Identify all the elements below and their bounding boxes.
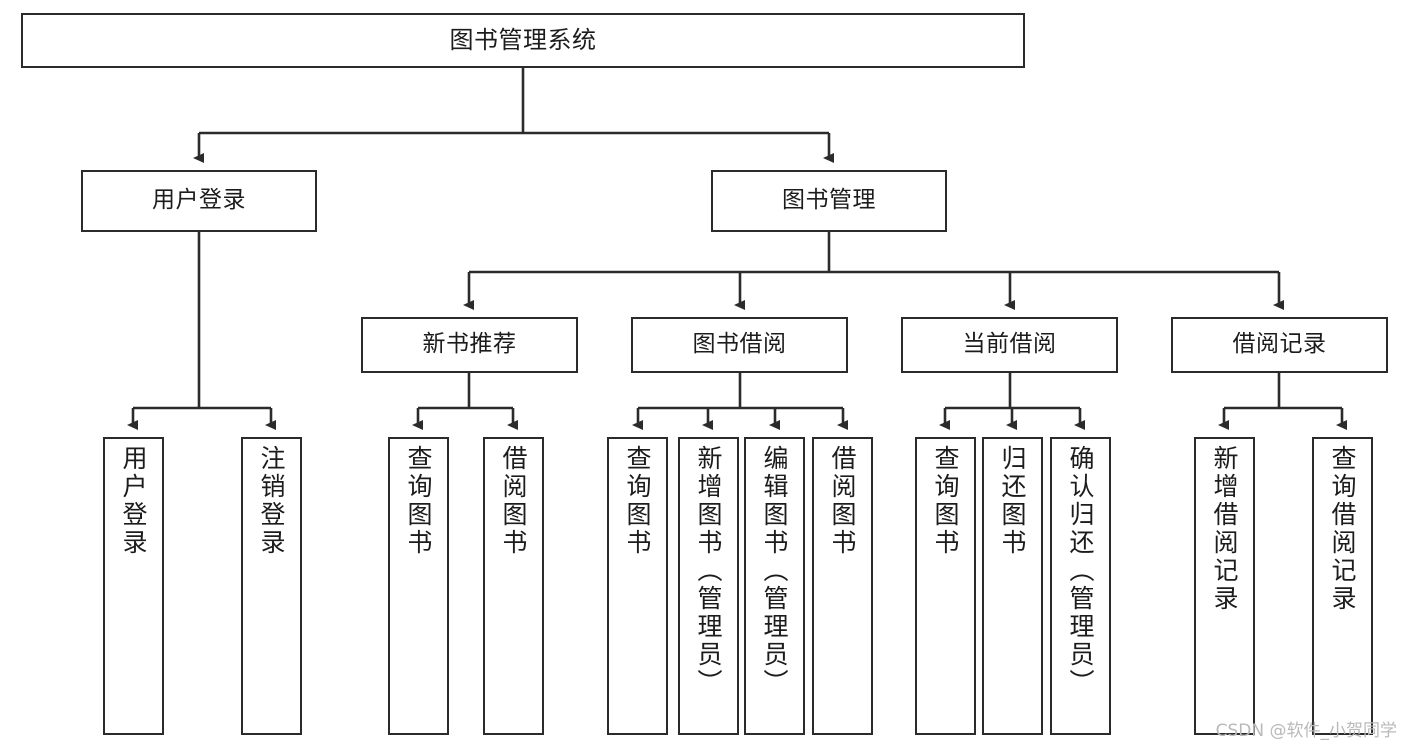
node-book-manage[interactable]: 图书管理: [711, 170, 947, 232]
node-label: 当前借阅: [962, 331, 1057, 358]
node-leaf-edit-book[interactable]: 编辑图书（管理员）: [744, 437, 805, 735]
node-label: 确认归还（管理员）: [1066, 445, 1095, 697]
node-label: 查询图书: [623, 445, 652, 557]
node-leaf-add-book[interactable]: 新增图书（管理员）: [678, 437, 739, 735]
node-leaf-borrow-book-2[interactable]: 借阅图书: [812, 437, 873, 735]
node-label: 用户登录: [152, 187, 246, 214]
node-label: 图书管理系统: [449, 26, 597, 55]
node-leaf-query-book-1[interactable]: 查询图书: [388, 437, 449, 735]
node-label: 新增借阅记录: [1210, 445, 1239, 613]
node-leaf-query-record[interactable]: 查询借阅记录: [1312, 437, 1373, 735]
node-label: 借阅图书: [828, 445, 857, 557]
node-label: 归还图书: [998, 445, 1027, 557]
node-leaf-confirm-return[interactable]: 确认归还（管理员）: [1050, 437, 1111, 735]
node-leaf-query-book-3[interactable]: 查询图书: [915, 437, 976, 735]
node-leaf-user-login[interactable]: 用户登录: [103, 437, 164, 735]
node-new-book-recommend[interactable]: 新书推荐: [361, 317, 578, 373]
node-user-login[interactable]: 用户登录: [81, 170, 317, 232]
node-borrow-record[interactable]: 借阅记录: [1171, 317, 1388, 373]
node-label: 新书推荐: [422, 331, 517, 358]
node-leaf-logout[interactable]: 注销登录: [241, 437, 302, 735]
node-label: 借阅记录: [1232, 331, 1327, 358]
node-label: 编辑图书（管理员）: [760, 445, 789, 697]
node-book-borrow[interactable]: 图书借阅: [631, 317, 848, 373]
node-root-book-management-system[interactable]: 图书管理系统: [21, 13, 1025, 68]
watermark: CSDN @软件_小贺同学: [1215, 721, 1397, 741]
node-label: 查询借阅记录: [1328, 445, 1357, 613]
node-leaf-add-record[interactable]: 新增借阅记录: [1194, 437, 1255, 735]
node-label: 借阅图书: [499, 445, 528, 557]
node-label: 图书管理: [782, 187, 876, 214]
node-label: 新增图书（管理员）: [694, 445, 723, 697]
node-current-borrow[interactable]: 当前借阅: [901, 317, 1118, 373]
node-label: 查询图书: [404, 445, 433, 557]
node-label: 用户登录: [119, 445, 148, 557]
node-leaf-return-book[interactable]: 归还图书: [982, 437, 1043, 735]
node-label: 注销登录: [257, 445, 286, 557]
node-label: 图书借阅: [692, 331, 787, 358]
node-leaf-borrow-book-1[interactable]: 借阅图书: [483, 437, 544, 735]
node-label: 查询图书: [931, 445, 960, 557]
node-leaf-query-book-2[interactable]: 查询图书: [607, 437, 668, 735]
